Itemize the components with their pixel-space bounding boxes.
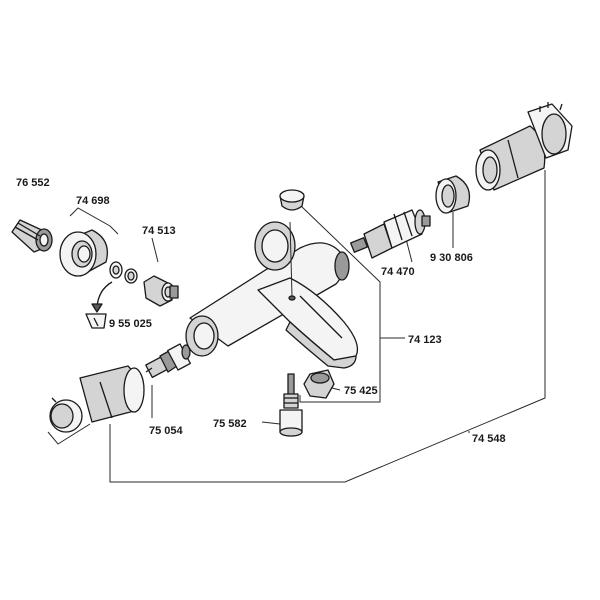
label-930806: 9 30 806 — [430, 252, 473, 264]
leader-75425 — [331, 387, 341, 391]
label-955025: 9 55 025 — [109, 318, 152, 330]
label-75425: 75 425 — [344, 385, 378, 397]
label-75054: 75 054 — [149, 425, 184, 437]
part-75425-nut — [303, 369, 335, 399]
bracket-74698 — [69, 207, 119, 235]
part-74470-cartridge — [349, 209, 431, 259]
label-74698: 74 698 — [76, 195, 110, 207]
label-74548: 74 548 — [472, 433, 506, 445]
leader-75582 — [261, 421, 281, 425]
label-76552: 76 552 — [16, 177, 50, 189]
label-75582: 75 582 — [213, 418, 247, 430]
part-74513-nut — [143, 275, 179, 307]
part-75054-cartridge — [145, 343, 191, 379]
part-74548-right-handle — [475, 102, 573, 191]
frame-74548 — [109, 170, 546, 483]
part-labels: 76 552 74 698 74 513 9 55 025 75 054 74 … — [16, 177, 506, 445]
leader-74513 — [151, 237, 159, 263]
part-diverter-knob — [279, 189, 305, 211]
label-74470: 74 470 — [381, 266, 415, 278]
part-930806-ring — [435, 175, 471, 214]
part-76552-fitting — [11, 219, 53, 253]
part-74123-mixer-body — [185, 221, 359, 369]
part-74548-left-handle — [49, 365, 145, 433]
label-74123: 74 123 — [408, 334, 442, 346]
frame-74123 — [299, 204, 381, 403]
part-75582-spindle — [279, 373, 303, 437]
grease-tube-icon — [85, 281, 113, 329]
part-74698-rosette — [59, 229, 109, 277]
part-955025-washers — [109, 261, 138, 284]
bracket-left-cap — [47, 423, 91, 445]
label-74513: 74 513 — [142, 225, 176, 237]
